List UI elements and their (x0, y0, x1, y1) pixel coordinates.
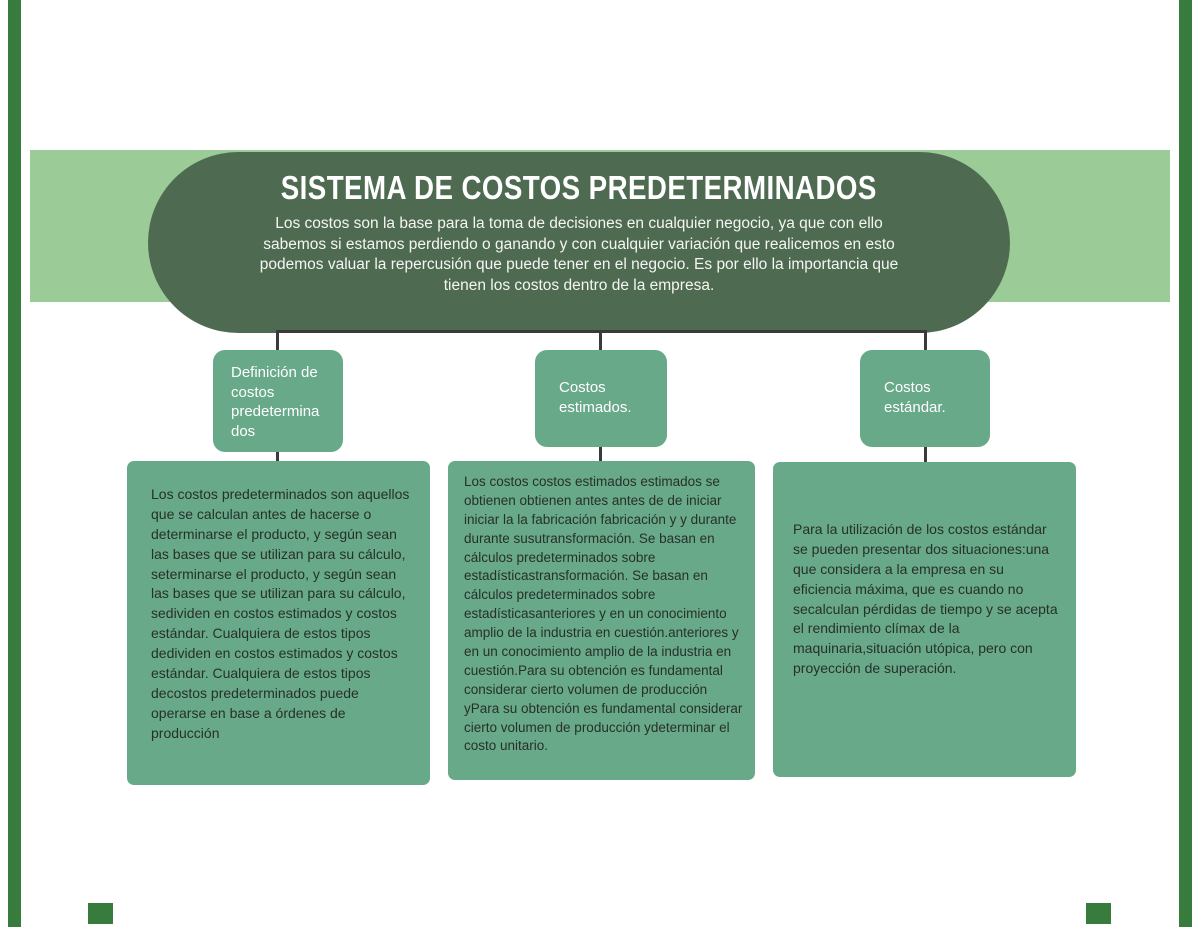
branch-body-estandar: Para la utilización de los costos estánd… (773, 462, 1076, 777)
branch-body-estimados: Los costos costos estimados estimados se… (448, 461, 755, 780)
connector-drop-1 (276, 333, 279, 350)
branch-header-label: Costos estimados. (559, 379, 632, 416)
connector-stub-3 (924, 447, 927, 462)
bottom-accent-right (1086, 903, 1111, 924)
connector-drop-2 (599, 333, 602, 350)
branch-body-text: Para la utilización de los costos estánd… (793, 521, 1058, 677)
right-edge-bar (1179, 0, 1192, 927)
branch-body-text: Los costos costos estimados estimados se… (464, 474, 743, 754)
branch-body-definicion: Los costos predeterminados son aquellos … (127, 461, 430, 785)
diagram-title: SISTEMA DE COSTOS PREDETERMINADOS (280, 169, 878, 206)
left-edge-bar (8, 0, 21, 927)
bottom-accent-left (88, 903, 113, 924)
connector-horizontal (276, 330, 927, 333)
branch-header-definicion: Definición de costos predetermina dos (213, 350, 343, 452)
branch-header-estimados: Costos estimados. (535, 350, 667, 447)
connector-stub-2 (599, 447, 602, 461)
branch-header-estandar: Costos estándar. (860, 350, 990, 447)
branch-header-label: Definición de costos predetermina dos (231, 364, 320, 440)
branch-body-text: Los costos predeterminados son aquellos … (151, 486, 410, 741)
branch-header-label: Costos estándar. (884, 379, 946, 416)
diagram-intro: Los costos son la base para la toma de d… (259, 215, 899, 294)
connector-drop-3 (924, 333, 927, 350)
connector-stub-1 (276, 452, 279, 461)
title-pill: SISTEMA DE COSTOS PREDETERMINADOS Los co… (148, 152, 1010, 333)
